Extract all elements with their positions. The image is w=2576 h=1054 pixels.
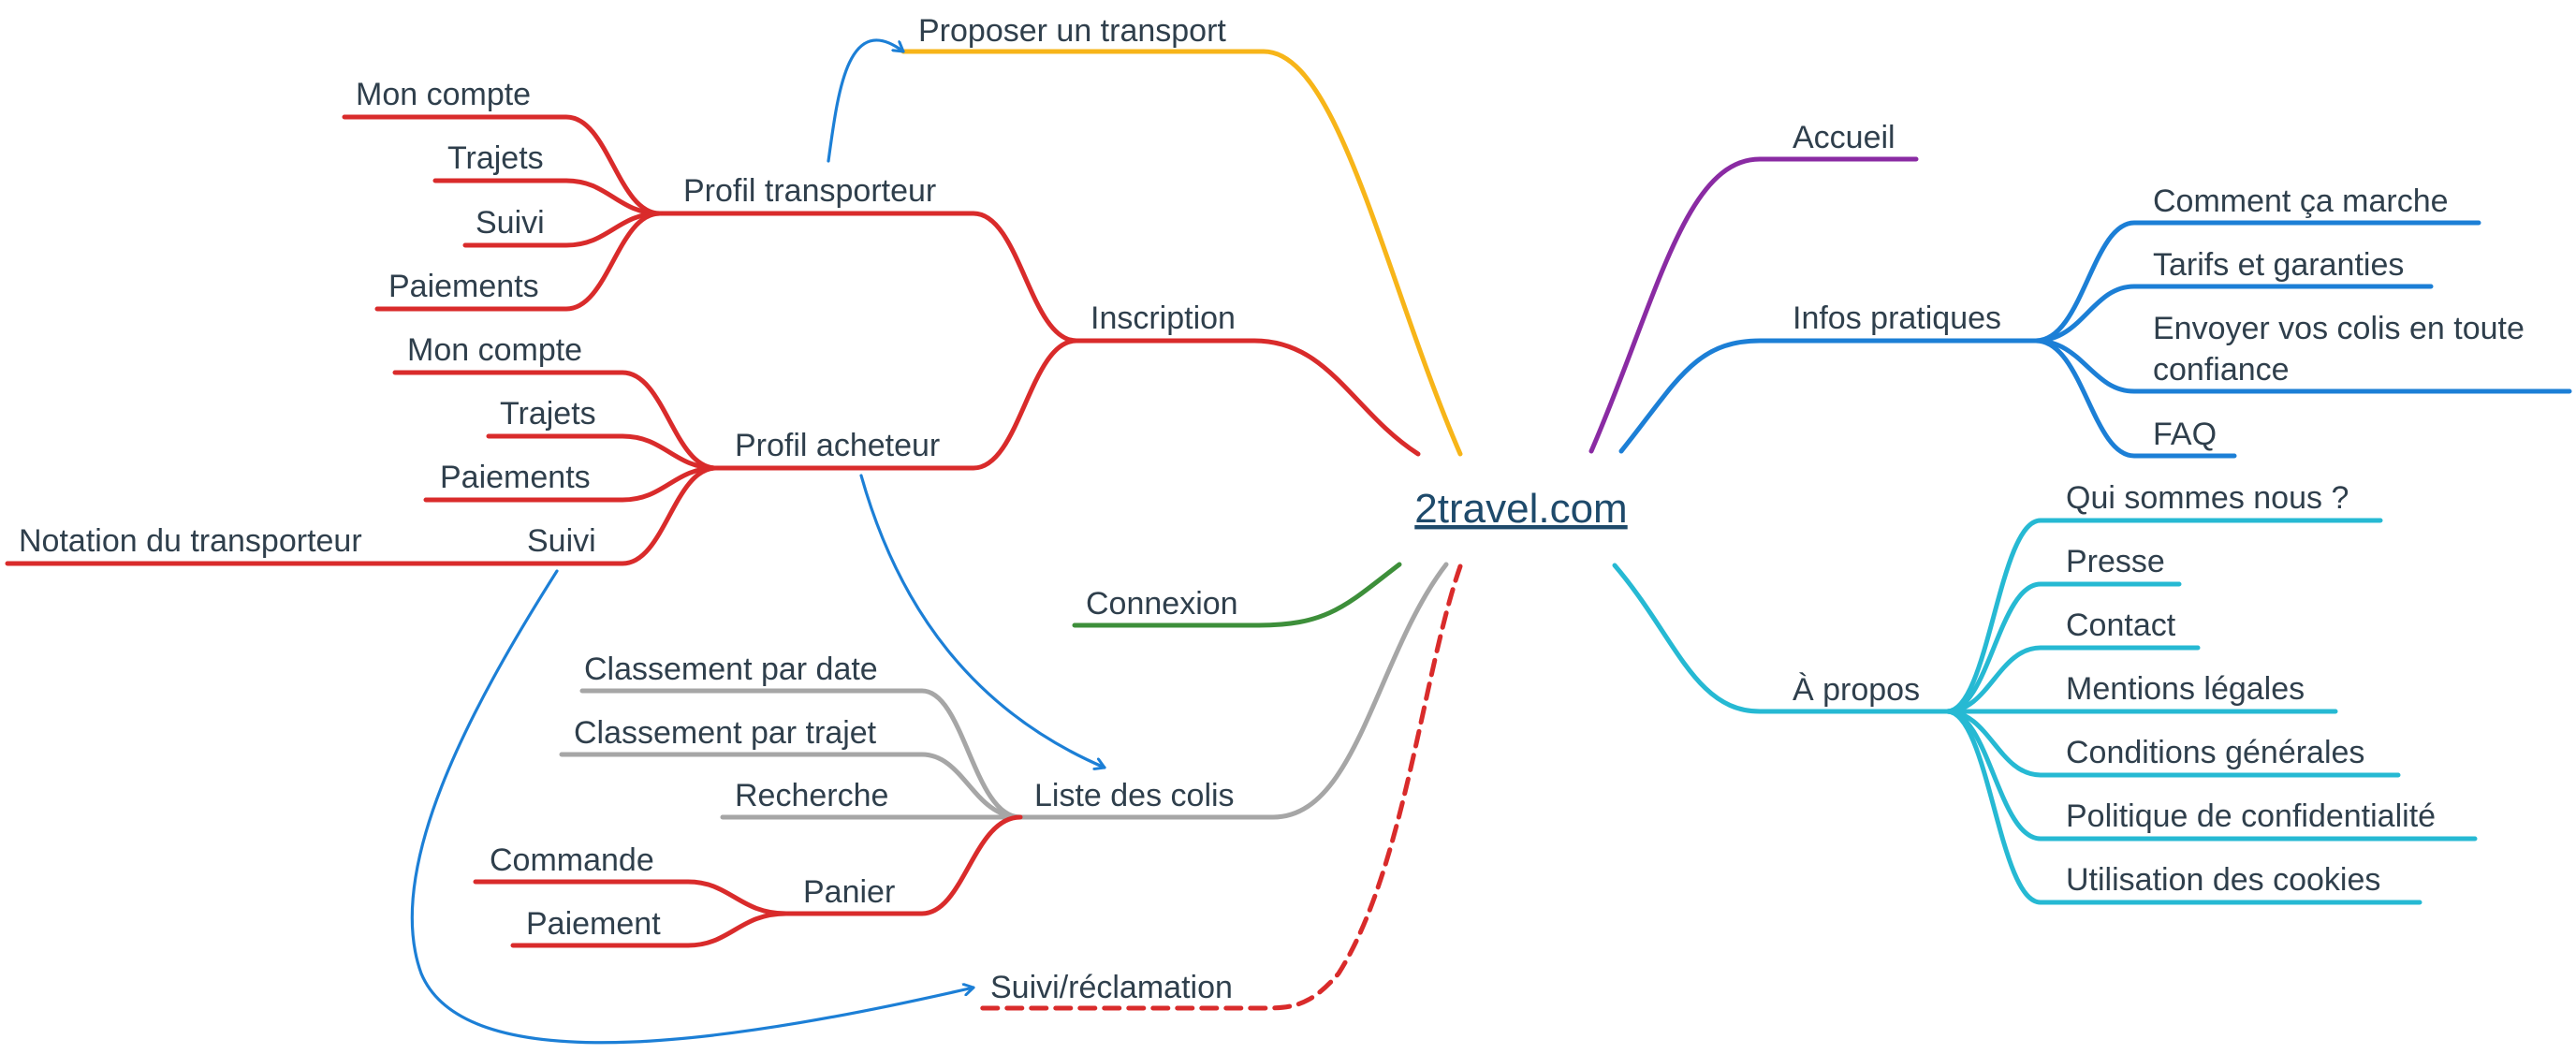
link-pt-paiements bbox=[374, 211, 663, 312]
node-faq[interactable]: FAQ bbox=[2153, 417, 2217, 452]
node-pt-trajets[interactable]: Trajets bbox=[447, 140, 544, 176]
link-proposer bbox=[900, 49, 1463, 457]
node-pa-mon-compte[interactable]: Mon compte bbox=[407, 332, 582, 368]
link-ip-comment bbox=[2033, 220, 2481, 344]
node-accueil[interactable]: Accueil bbox=[1793, 120, 1895, 155]
node-pa-trajets[interactable]: Trajets bbox=[500, 396, 596, 432]
link-ap-cookies bbox=[1944, 709, 2422, 905]
node-envoyer-colis-line1[interactable]: Envoyer vos colis en toute bbox=[2153, 311, 2525, 346]
link-liste-colis bbox=[1017, 562, 1449, 820]
link-suivi-reclamation bbox=[975, 564, 1463, 1011]
node-presse[interactable]: Presse bbox=[2066, 544, 2165, 579]
node-pt-suivi[interactable]: Suivi bbox=[476, 205, 545, 241]
node-conditions-generales[interactable]: Conditions générales bbox=[2066, 735, 2364, 770]
node-utilisation-cookies[interactable]: Utilisation des cookies bbox=[2066, 862, 2380, 898]
node-notation-transporteur[interactable]: Notation du transporteur bbox=[19, 523, 362, 559]
node-pt-paiements[interactable]: Paiements bbox=[388, 269, 539, 304]
link-profil-acheteur bbox=[713, 338, 1079, 471]
arrow-acheteur-to-liste bbox=[859, 474, 1106, 768]
node-paiement[interactable]: Paiement bbox=[526, 906, 661, 942]
link-panier-paiement bbox=[510, 911, 789, 948]
node-connexion[interactable]: Connexion bbox=[1086, 586, 1238, 622]
node-tarifs-garanties[interactable]: Tarifs et garanties bbox=[2153, 247, 2404, 283]
link-lc-trajet bbox=[559, 752, 1023, 820]
node-classement-trajet[interactable]: Classement par trajet bbox=[574, 715, 877, 751]
node-a-propos[interactable]: À propos bbox=[1793, 672, 1920, 708]
node-commande[interactable]: Commande bbox=[490, 842, 654, 878]
link-pa-mon-compte bbox=[392, 370, 719, 471]
node-politique-confidentialite[interactable]: Politique de confidentialité bbox=[2066, 798, 2436, 834]
link-pt-mon-compte bbox=[342, 114, 663, 216]
link-a-propos bbox=[1612, 563, 1950, 714]
node-envoyer-colis-line2[interactable]: confiance bbox=[2153, 352, 2290, 388]
arrow-suivi-to-reclamation bbox=[410, 569, 975, 1045]
node-pa-suivi[interactable]: Suivi bbox=[527, 523, 596, 559]
center-label[interactable]: 2travel.com bbox=[1414, 486, 1627, 532]
link-ip-tarifs bbox=[2033, 284, 2434, 344]
node-mentions-legales[interactable]: Mentions légales bbox=[2066, 671, 2305, 707]
node-qui-sommes-nous[interactable]: Qui sommes nous ? bbox=[2066, 480, 2349, 516]
link-panier-commande bbox=[473, 879, 789, 916]
node-liste-colis[interactable]: Liste des colis bbox=[1034, 778, 1235, 813]
node-suivi-reclamation[interactable]: Suivi/réclamation bbox=[990, 970, 1233, 1005]
cross-link-arrows bbox=[410, 38, 1106, 1045]
link-pa-trajets bbox=[486, 433, 719, 471]
link-pa-suivi bbox=[503, 465, 719, 566]
node-pt-mon-compte[interactable]: Mon compte bbox=[356, 77, 531, 112]
node-comment-ca-marche[interactable]: Comment ça marche bbox=[2153, 183, 2449, 219]
link-inscription bbox=[1074, 338, 1421, 457]
node-inscription[interactable]: Inscription bbox=[1090, 300, 1236, 336]
node-infos-pratiques[interactable]: Infos pratiques bbox=[1793, 300, 2001, 336]
link-lc-date bbox=[579, 688, 1023, 820]
link-pt-trajets bbox=[432, 178, 663, 216]
node-classement-date[interactable]: Classement par date bbox=[584, 651, 878, 687]
link-ap-qui bbox=[1944, 518, 2383, 714]
node-recherche[interactable]: Recherche bbox=[735, 778, 888, 813]
node-contact[interactable]: Contact bbox=[2066, 608, 2176, 643]
node-proposer-transport[interactable]: Proposer un transport bbox=[918, 13, 1226, 49]
labels: 2travel.com Proposer un transport Inscri… bbox=[19, 13, 2525, 1005]
link-ip-faq bbox=[2033, 338, 2237, 459]
node-profil-acheteur[interactable]: Profil acheteur bbox=[735, 428, 940, 463]
link-ip-envoyer bbox=[2033, 338, 2572, 394]
link-infos-pratiques bbox=[1618, 338, 2039, 454]
link-ap-presse bbox=[1944, 581, 2182, 714]
connectors bbox=[5, 49, 2572, 1011]
link-profil-transporteur bbox=[657, 211, 1079, 344]
node-panier[interactable]: Panier bbox=[803, 874, 895, 910]
link-accueil bbox=[1588, 156, 1919, 454]
node-profil-transporteur[interactable]: Profil transporteur bbox=[683, 173, 936, 209]
node-pa-paiements[interactable]: Paiements bbox=[440, 460, 591, 495]
link-panier bbox=[783, 814, 1023, 916]
link-connexion bbox=[1072, 562, 1402, 628]
link-ap-contact bbox=[1944, 645, 2201, 714]
arrow-transporteur-to-proposer bbox=[827, 38, 905, 163]
